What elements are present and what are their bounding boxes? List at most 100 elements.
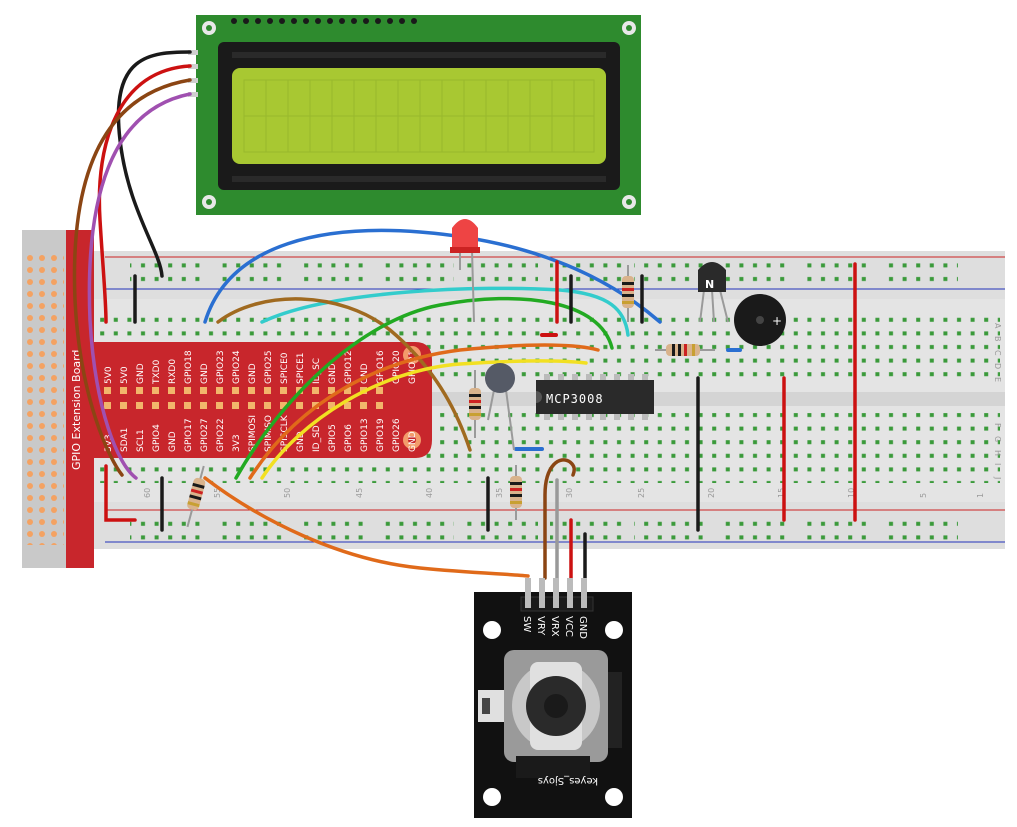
column-number: 5 xyxy=(919,493,928,498)
gpio-pin-label: GND xyxy=(248,363,258,384)
column-number: 50 xyxy=(283,488,292,498)
joystick-module: SW VRY VRX VCC GND keyes_Sjoys xyxy=(474,578,632,818)
column-number: 25 xyxy=(637,488,646,498)
red-led xyxy=(450,219,480,323)
gpio-pin-label: RXD0 xyxy=(168,359,178,384)
column-number: 55 xyxy=(213,488,222,498)
lcd-header-pins xyxy=(231,18,417,24)
row-letter: C xyxy=(993,350,1002,356)
column-number: 15 xyxy=(777,488,786,498)
npn-transistor: N xyxy=(698,262,729,323)
joystick-label: keyes_Sjoys xyxy=(538,775,598,786)
row-letter: J xyxy=(993,476,1002,479)
wire-cyan xyxy=(260,286,630,337)
gpio-pin-label: SCL1 xyxy=(136,429,146,452)
gpio-pin-label: GPIO4 xyxy=(152,424,162,452)
column-number: 30 xyxy=(565,488,574,498)
column-numbers: 60 55 50 45 40 35 30 25 20 15 10 5 1 xyxy=(143,488,985,498)
gpio-pin-label: GPIO25 xyxy=(264,350,274,384)
row-letter: F xyxy=(993,423,1002,428)
gpio-pin-label: GPIO26 xyxy=(392,418,402,452)
resistor xyxy=(510,465,522,520)
resistor xyxy=(622,265,634,322)
gpio-pin-label: SPICE0 xyxy=(280,352,290,384)
wire-joystick-vry xyxy=(543,458,576,580)
gpio-pin-label: GND xyxy=(200,363,210,384)
joystick-pin-label: SW xyxy=(521,616,532,632)
gpio-top-labels: 5V0 5V0 GND TXD0 RXD0 GPIO18 GND GPIO23 … xyxy=(104,350,418,385)
gpio-t-cobbler xyxy=(90,342,432,458)
gpio-pin-label: GPIO21 xyxy=(408,350,418,384)
resistor xyxy=(186,465,206,528)
gpio-pin-label: 5V0 xyxy=(120,366,130,384)
gpio-bottom-labels: 3V3 SDA1 SCL1 GPIO4 GND GPIO17 GPIO27 GP… xyxy=(104,414,418,452)
joystick-pin-label: GND xyxy=(577,616,588,639)
wire-brown xyxy=(216,297,472,452)
gpio-pin-label: GND xyxy=(408,431,418,452)
column-number: 40 xyxy=(425,488,434,498)
wire-orange-upper xyxy=(248,343,600,480)
gpio-pin-label: 3V3 xyxy=(104,434,114,452)
gpio-pin-label: SPIMISO xyxy=(264,415,274,452)
row-letters: A B C D E F G H I J xyxy=(993,323,1002,479)
ribbon-pins xyxy=(26,255,64,545)
row-letter: E xyxy=(993,377,1002,382)
gpio-pin-label: GPIO19 xyxy=(376,418,386,452)
buzzer-plus: + xyxy=(772,314,782,328)
gpio-pin-label: GPIO6 xyxy=(344,424,354,452)
lcd-char-grid xyxy=(243,79,595,153)
jumper-red xyxy=(104,464,137,522)
chip-label: MCP3008 xyxy=(546,392,604,406)
wire-orange-sw xyxy=(203,476,530,578)
column-number: 10 xyxy=(847,488,856,498)
column-number: 60 xyxy=(143,488,152,498)
column-number: 35 xyxy=(495,488,504,498)
thermistor xyxy=(485,363,515,451)
wire-lcd-vcc xyxy=(97,64,192,324)
wire-lcd-sda xyxy=(72,78,192,477)
gpio-pin-label: GPIO23 xyxy=(216,350,226,384)
wire-lcd-scl xyxy=(87,92,192,480)
joystick-pin-label: VRY xyxy=(535,616,546,636)
row-letter: I xyxy=(993,463,1002,465)
gpio-pin-label: GND xyxy=(168,431,178,452)
gpio-pin-label: GND xyxy=(296,431,306,452)
gpio-pin-label: SPIMOSI xyxy=(248,415,258,452)
gpio-pin-label: GPIO12 xyxy=(344,350,354,384)
gpio-pin-label: GPIO18 xyxy=(184,350,194,384)
gpio-pin-label: ID_SC xyxy=(312,358,322,384)
gpio-pin-label: 5V0 xyxy=(104,366,114,384)
lcd-i2c-pins xyxy=(188,50,198,97)
wires xyxy=(72,50,857,580)
column-number: 1 xyxy=(976,493,985,498)
gpio-pin-label: GPIO13 xyxy=(360,418,370,452)
led-body xyxy=(452,219,478,250)
wire-lcd-gnd xyxy=(116,50,192,278)
row-letter: H xyxy=(993,450,1002,456)
wire-yellow xyxy=(260,359,588,480)
gpio-pin-label: GPIO22 xyxy=(216,418,226,452)
gpio-pin-label: GPIO5 xyxy=(328,424,338,452)
lcd-module xyxy=(188,15,641,215)
buzzer: + xyxy=(734,294,786,346)
row-letter: G xyxy=(993,436,1002,442)
row-letter: D xyxy=(993,363,1002,369)
row-letter: A xyxy=(993,323,1002,329)
gpio-pin-label: GND xyxy=(136,363,146,384)
gpio-pin-label: SPICE1 xyxy=(296,353,306,385)
gpio-pin-label: GND xyxy=(360,363,370,384)
column-number: 45 xyxy=(355,488,364,498)
wire-green xyxy=(234,296,614,480)
gpio-pin-label: GND xyxy=(328,363,338,384)
wire-blue xyxy=(203,228,662,324)
gpio-pin-label: ID_SD xyxy=(312,425,322,452)
gpio-pin-label: TXD0 xyxy=(152,359,162,385)
gpio-pin-label: GPIO16 xyxy=(376,350,386,384)
mcp3008-chip: MCP3008 xyxy=(536,374,654,420)
joystick-header xyxy=(520,578,594,612)
gpio-pin-label: GPIO27 xyxy=(200,418,210,452)
gpio-pin-label: GPIO24 xyxy=(232,350,242,384)
column-number: 20 xyxy=(707,488,716,498)
gpio-board-title: GPIO Extension Board xyxy=(70,350,83,470)
